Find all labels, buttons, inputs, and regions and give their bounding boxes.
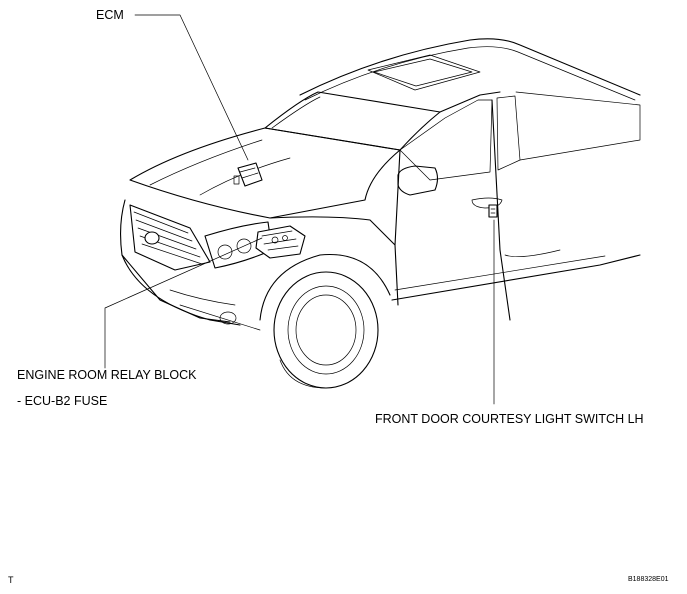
relay-block-icon: [255, 225, 306, 259]
figure-id: B188328E01: [628, 576, 669, 583]
fuse-label: - ECU-B2 FUSE: [17, 394, 108, 408]
corner-mark: T: [8, 575, 14, 585]
relay-block-label: ENGINE ROOM RELAY BLOCK: [17, 368, 197, 382]
door-switch-label: FRONT DOOR COURTESY LIGHT SWITCH LH: [375, 412, 644, 426]
ecm-leader-line: [134, 14, 249, 161]
ecm-label: ECM: [96, 8, 124, 22]
ecm-module-icon: [233, 162, 263, 187]
relay-leader-line: [104, 237, 263, 369]
door-switch-icon: [488, 204, 498, 218]
